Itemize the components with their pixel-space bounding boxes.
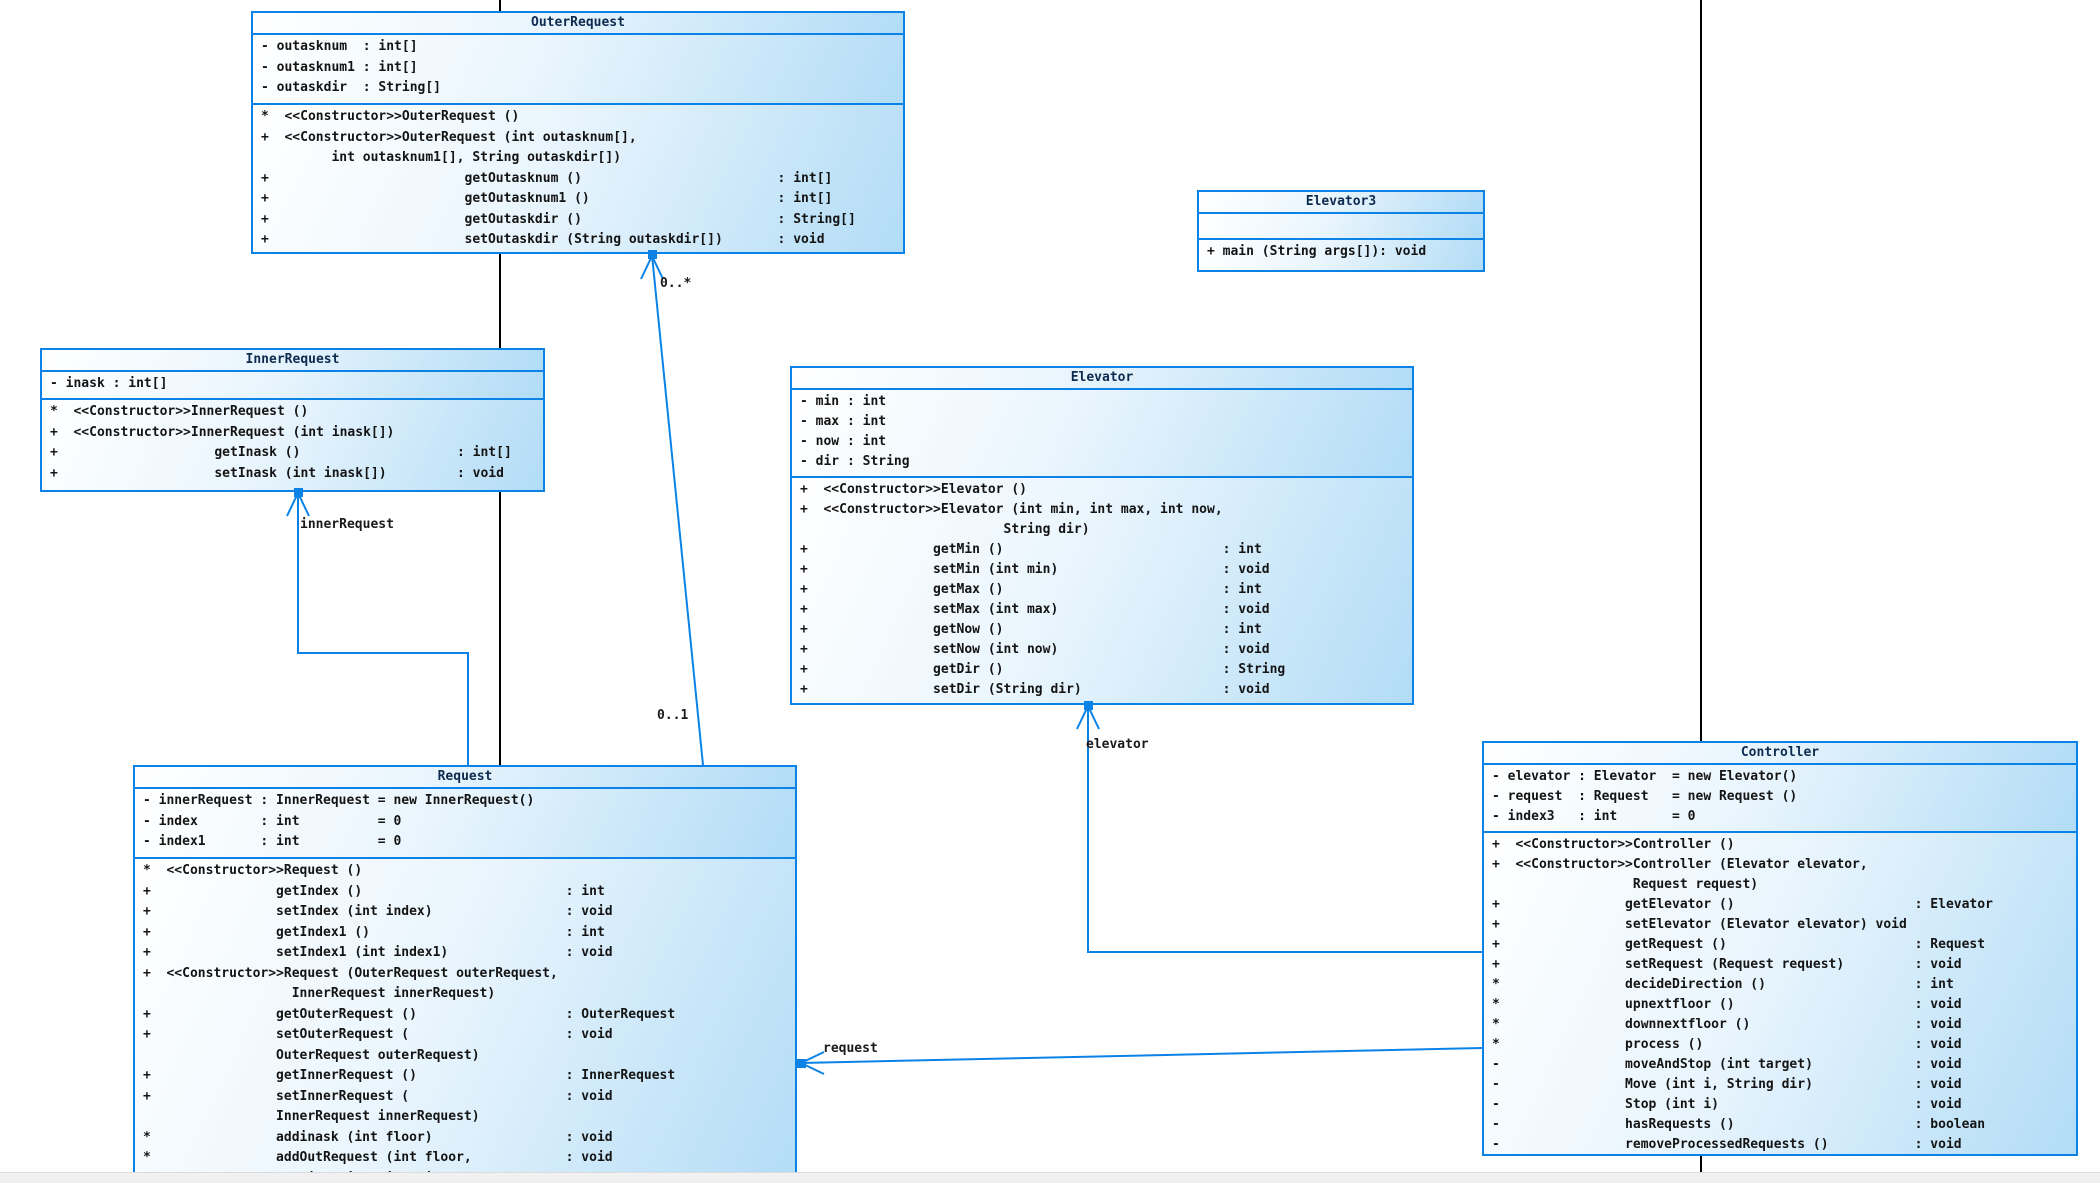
association-controller-request[interactable] xyxy=(800,1047,1483,1064)
attributes-innerrequest: - inask : int[] xyxy=(42,372,543,400)
class-title-outerrequest: OuterRequest xyxy=(253,13,903,35)
multiplicity-label-outer[interactable]: 0..* xyxy=(660,276,692,291)
role-label-innerrequest[interactable]: innerRequest xyxy=(300,517,394,532)
open-arrowhead-elevator xyxy=(1076,703,1100,730)
methods-elevator: + <<Constructor>>Elevator () + <<Constru… xyxy=(792,478,1412,703)
association-request-innerrequest[interactable] xyxy=(297,492,469,765)
attributes-outerrequest: - outasknum : int[] - outasknum1 : int[]… xyxy=(253,35,903,105)
class-box-elevator[interactable]: Elevator - min : int - max : int - now :… xyxy=(790,366,1414,705)
attributes-elevator: - min : int - max : int - now : int - di… xyxy=(792,390,1412,478)
attributes-controller: - elevator : Elevator = new Elevator() -… xyxy=(1484,765,2076,833)
attributes-request: - innerRequest : InnerRequest = new Inne… xyxy=(135,789,795,859)
association-request-outerrequest[interactable] xyxy=(651,254,704,766)
attributes-elevator3 xyxy=(1199,214,1483,240)
class-box-request[interactable]: Request - innerRequest : InnerRequest = … xyxy=(133,765,797,1183)
class-title-elevator3: Elevator3 xyxy=(1199,192,1483,214)
canvas-bottom-strip xyxy=(0,1172,2100,1183)
methods-outerrequest: * <<Constructor>>OuterRequest () + <<Con… xyxy=(253,105,903,252)
role-label-elevator[interactable]: elevator xyxy=(1086,737,1149,752)
class-box-controller[interactable]: Controller - elevator : Elevator = new E… xyxy=(1482,741,2078,1156)
class-title-request: Request xyxy=(135,767,795,789)
role-label-request[interactable]: request xyxy=(823,1041,878,1056)
multiplicity-label-request[interactable]: 0..1 xyxy=(657,708,689,723)
class-title-innerrequest: InnerRequest xyxy=(42,350,543,372)
connector-endpoint-request xyxy=(797,1059,806,1068)
class-box-innerrequest[interactable]: InnerRequest - inask : int[] * <<Constru… xyxy=(40,348,545,492)
open-arrowhead-innerrequest xyxy=(286,490,310,517)
methods-request: * <<Constructor>>Request () + getIndex (… xyxy=(135,859,795,1183)
open-arrowhead-request xyxy=(798,1051,825,1075)
class-title-elevator: Elevator xyxy=(792,368,1412,390)
methods-innerrequest: * <<Constructor>>InnerRequest () + <<Con… xyxy=(42,400,543,490)
methods-elevator3: + main (String args[]): void xyxy=(1199,240,1483,270)
methods-controller: + <<Constructor>>Controller () + <<Const… xyxy=(1484,833,2076,1154)
class-box-outerrequest[interactable]: OuterRequest - outasknum : int[] - outas… xyxy=(251,11,905,254)
class-title-controller: Controller xyxy=(1484,743,2076,765)
class-box-elevator3[interactable]: Elevator3 + main (String args[]): void xyxy=(1197,190,1485,272)
